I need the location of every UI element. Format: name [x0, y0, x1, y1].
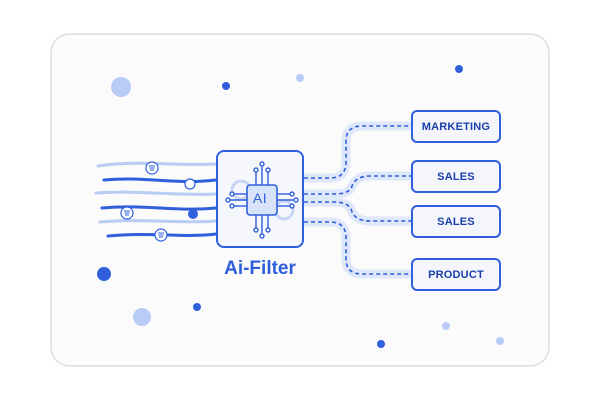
category-node-sales[interactable]: SALES — [411, 160, 501, 193]
input-stream — [100, 205, 218, 211]
connector-tracks — [299, 121, 416, 279]
input-stream — [102, 177, 218, 184]
connector-line-sales-2 — [304, 201, 411, 222]
dot-decoration — [377, 340, 385, 348]
dot-decoration — [188, 209, 198, 219]
filter-icon — [154, 228, 168, 242]
filter-icon — [184, 178, 196, 190]
dot-decoration — [97, 267, 111, 281]
category-node-product[interactable]: PRODUCT — [411, 258, 501, 291]
category-node-marketing[interactable]: MARKETING — [411, 110, 501, 143]
filter-icon — [145, 161, 159, 175]
input-stream — [98, 219, 218, 224]
dot-decoration — [111, 77, 131, 97]
dot-decoration — [442, 322, 450, 330]
connector-line-product — [304, 221, 411, 275]
stream-badges — [120, 161, 196, 242]
diagram-title: Ai-Filter — [224, 258, 296, 279]
connector-line-sales-1 — [304, 175, 411, 195]
dot-decoration — [296, 74, 304, 82]
filter-icon — [120, 206, 134, 220]
dot-decoration — [496, 337, 504, 345]
circuit-icon — [225, 161, 299, 239]
input-streams — [94, 161, 218, 238]
connector-lines — [304, 125, 411, 275]
dot-decoration — [133, 308, 151, 326]
dot-decoration — [193, 303, 201, 311]
ai-filter-chip[interactable]: AI — [216, 150, 304, 248]
connector-line-marketing — [304, 125, 411, 179]
dot-decoration — [222, 82, 230, 90]
dot-decoration — [455, 65, 463, 73]
chip-label: AI — [252, 190, 268, 206]
input-stream — [94, 190, 218, 196]
category-node-sales[interactable]: SALES — [411, 205, 501, 238]
